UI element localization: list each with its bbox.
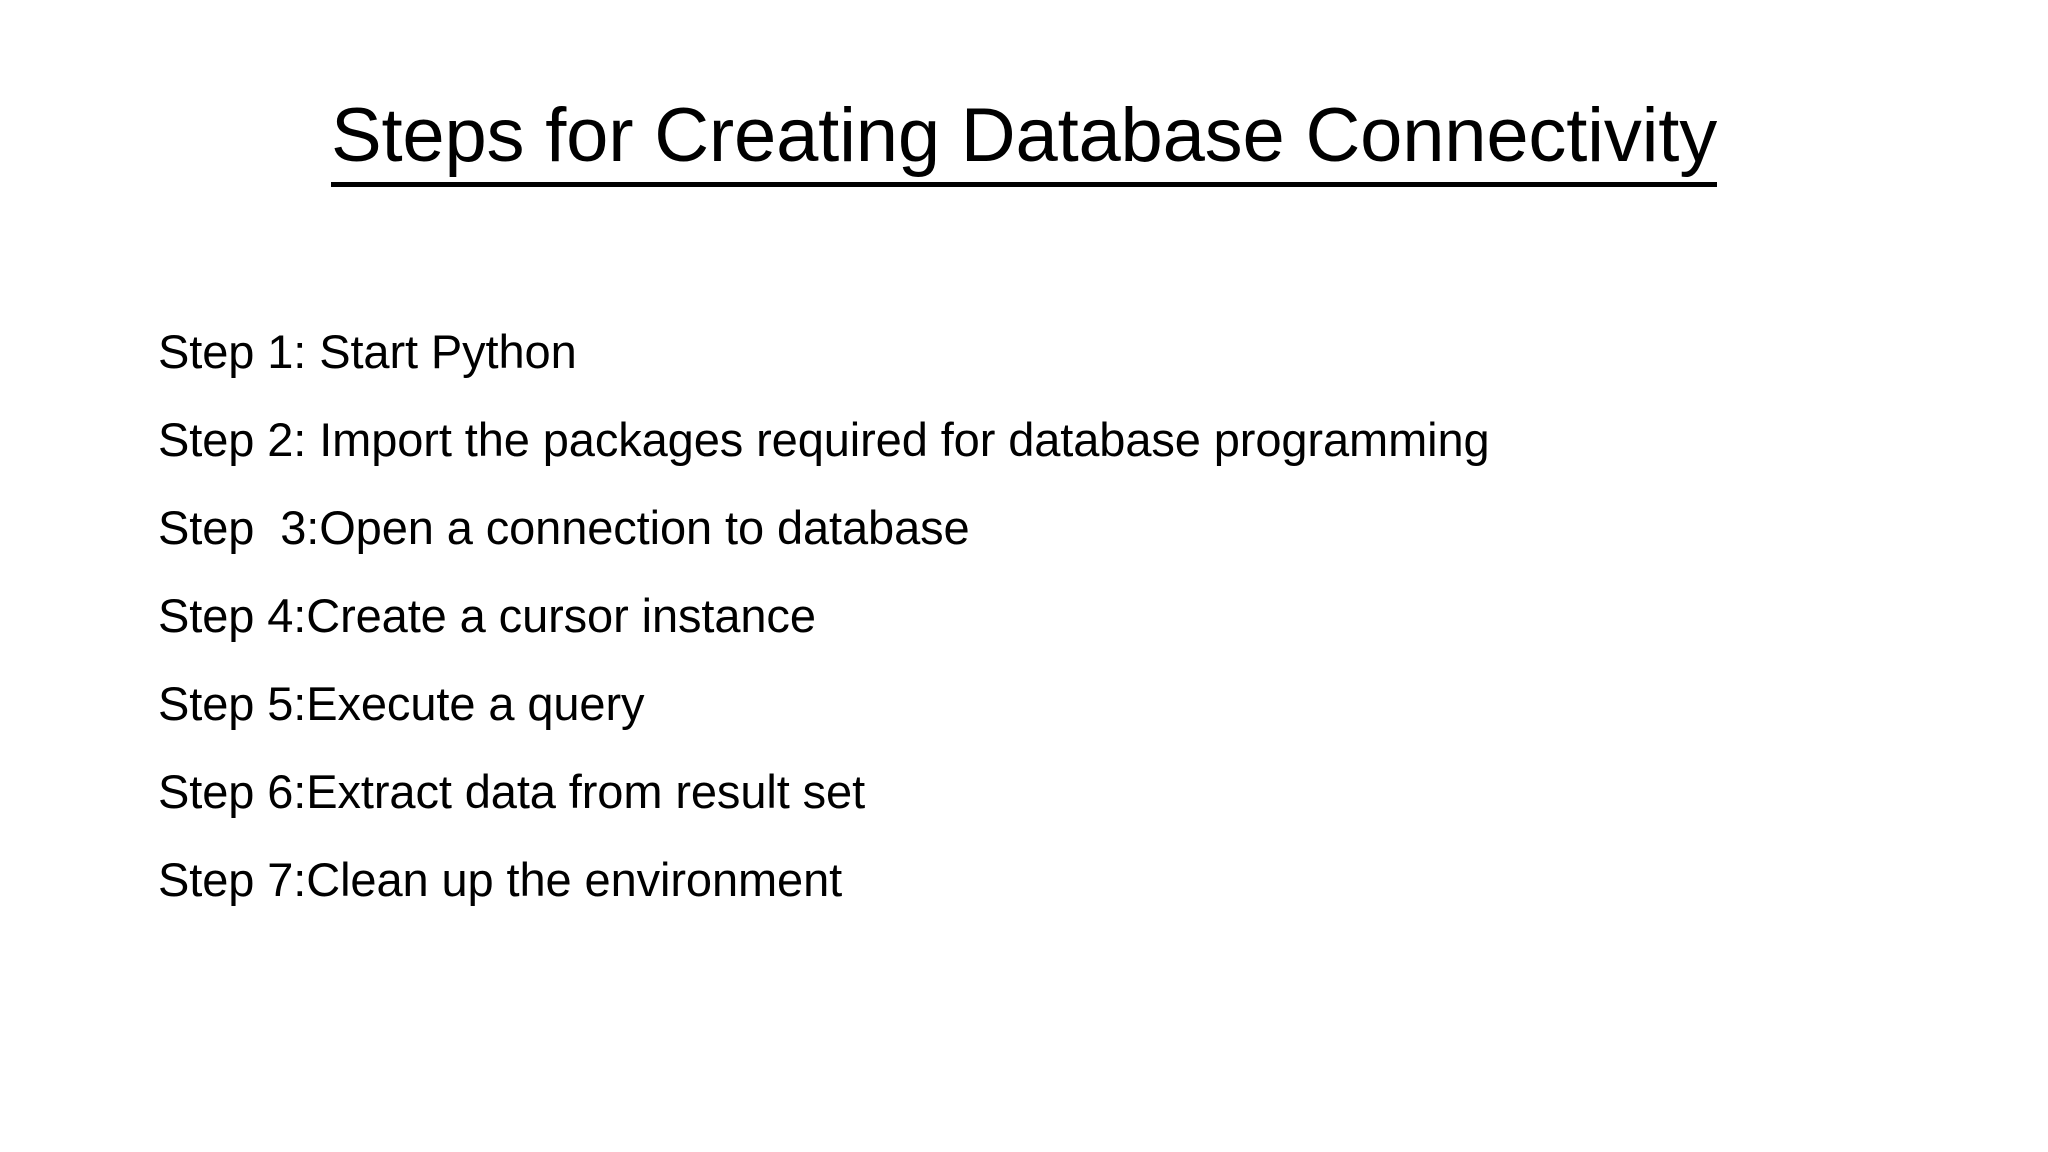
slide-title-container: Steps for Creating Database Connectivity — [0, 96, 2048, 187]
list-item: Step 6:Extract data from result set — [158, 765, 866, 818]
page-title: Steps for Creating Database Connectivity — [330, 96, 1717, 187]
list-item: Step 1: Start Python — [158, 325, 577, 378]
list-item: Step 7:Clean up the environment — [158, 853, 843, 906]
steps-list: Step 1: Start Python Step 2: Import the … — [158, 308, 1918, 924]
list-item: Step 5:Execute a query — [158, 677, 645, 730]
list-item: Step 3:Open a connection to database — [158, 501, 970, 554]
list-item: Step 4:Create a cursor instance — [158, 589, 816, 642]
list-item: Step 2: Import the packages required for… — [158, 413, 1490, 466]
